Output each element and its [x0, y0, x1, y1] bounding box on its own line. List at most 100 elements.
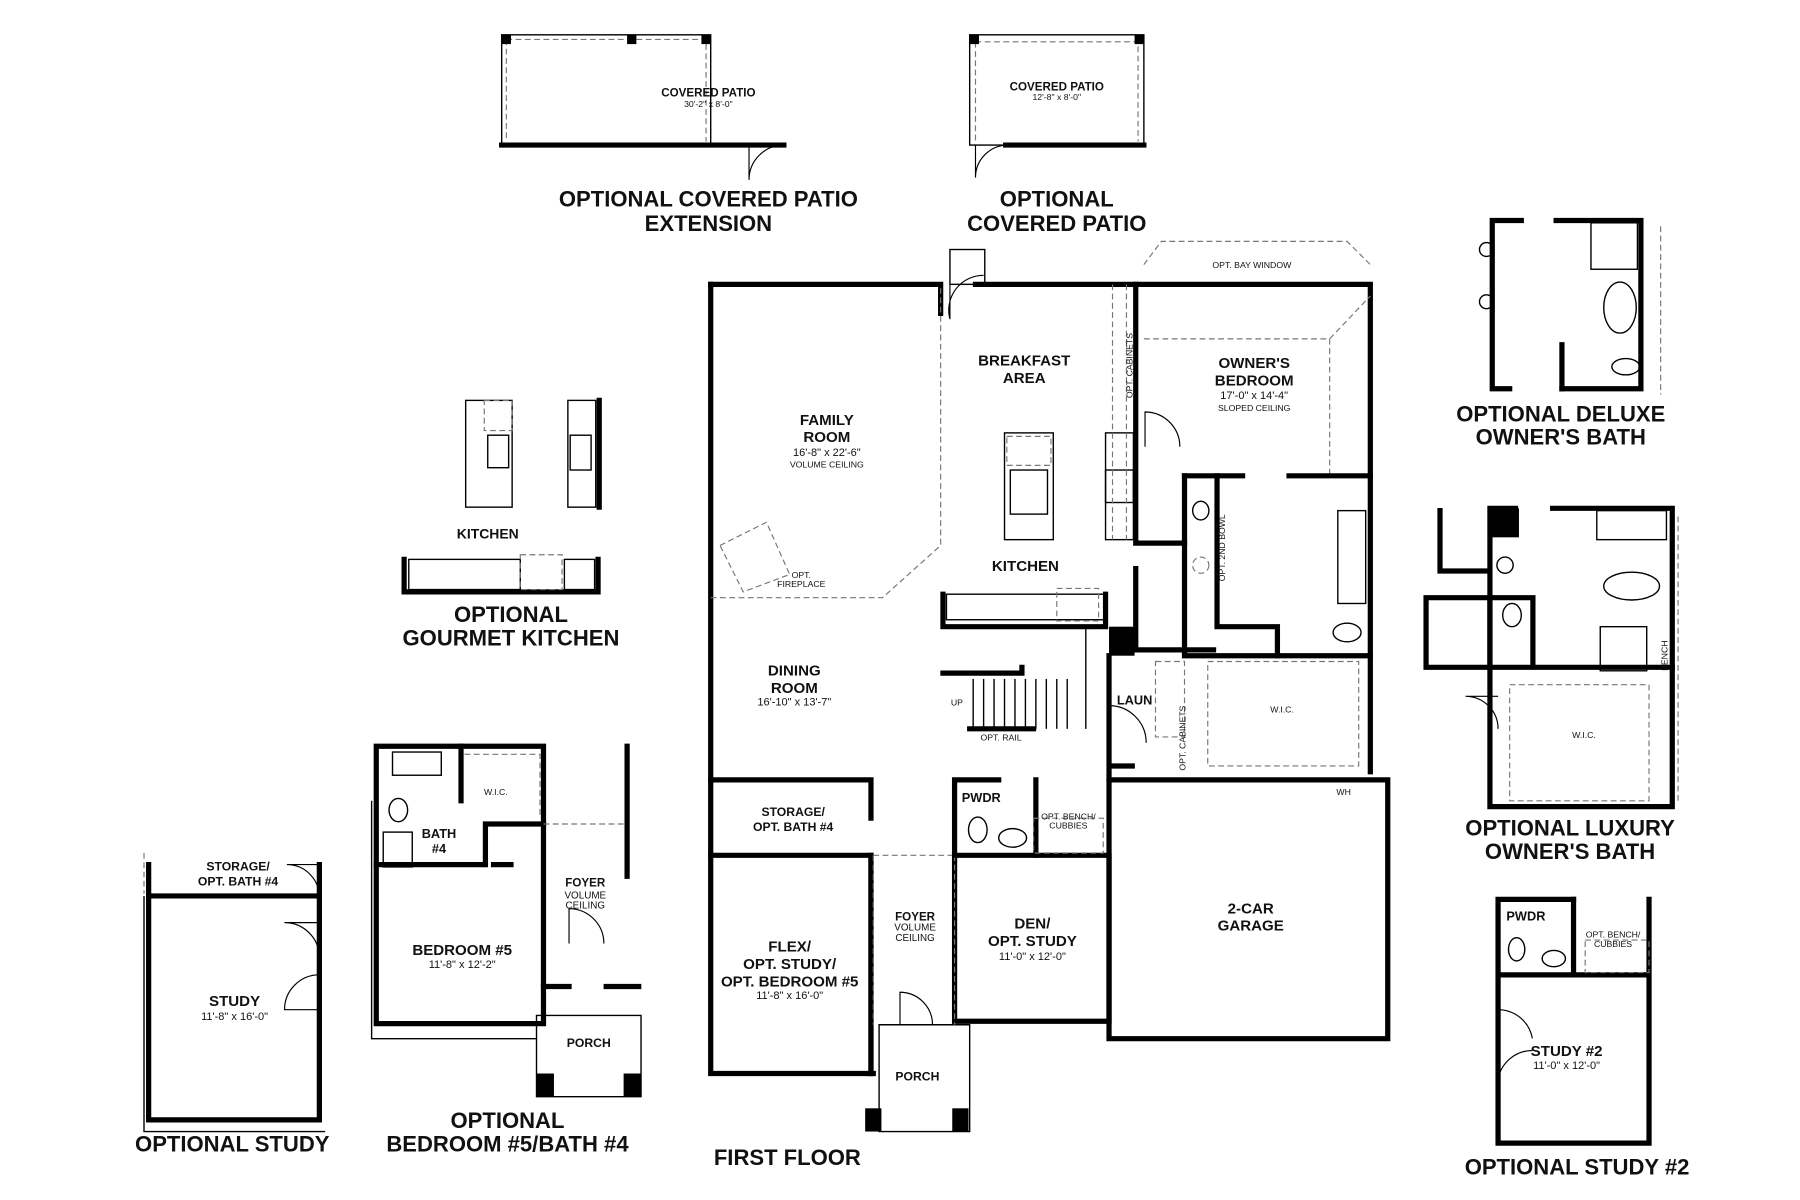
den-label: OPT. STUDY	[988, 933, 1077, 950]
room-size: 12'-8" x 8'-0"	[1032, 92, 1081, 102]
section-title: OPTIONAL DELUXE	[1456, 401, 1665, 426]
wall	[1487, 505, 1675, 810]
chase	[1489, 508, 1519, 538]
family-room-label: ROOM	[803, 429, 850, 446]
column	[952, 1108, 969, 1132]
optional-gourmet-kitchen: KITCHEN OPTIONAL GOURMET KITCHEN	[403, 525, 620, 650]
wall	[1423, 595, 1493, 670]
column	[536, 1073, 554, 1097]
vanity	[382, 831, 413, 868]
section-title: GOURMET KITCHEN	[403, 625, 620, 650]
fireplace-label: FIREPLACE	[777, 579, 825, 589]
second-bowl-label: OPT. 2ND BOWL	[1217, 514, 1227, 581]
optional-luxury-owners-bath: W.I.C. BENCH OPTIONAL LUXURY OWNER'S BAT…	[1465, 640, 1675, 863]
foyer-note: CEILING	[566, 901, 605, 912]
study2-label: STUDY #2	[1531, 1043, 1603, 1060]
optional-covered-patio: COVERED PATIO 12'-8" x 8'-0" OPTIONAL CO…	[967, 81, 1146, 236]
door-swing	[948, 274, 984, 320]
first-floor-title: FIRST FLOOR	[714, 1145, 861, 1170]
tub	[1603, 281, 1637, 334]
shower	[1590, 222, 1639, 270]
counter	[945, 593, 1107, 621]
foyer-note: VOLUME	[894, 923, 936, 934]
section-title: OPTIONAL STUDY	[135, 1131, 330, 1156]
tub	[1337, 509, 1367, 605]
stair-outline	[969, 625, 1087, 729]
column	[865, 1108, 882, 1132]
foyer-note: VOLUME	[564, 890, 606, 901]
outline	[370, 800, 537, 1040]
wic-shelf	[464, 753, 541, 819]
door-swing	[283, 974, 320, 1011]
door-swing	[286, 864, 320, 898]
section-title: OPTIONAL STUDY #2	[1465, 1154, 1690, 1179]
opt-cabinets	[1111, 284, 1128, 540]
porch-label: PORCH	[567, 1036, 611, 1050]
door-swing	[899, 991, 934, 1025]
section-title: EXTENSION	[645, 211, 772, 236]
tray-ceiling	[1143, 295, 1371, 476]
door-swing	[1497, 1009, 1533, 1045]
wall	[1489, 217, 1644, 392]
wall	[708, 281, 944, 316]
shower	[1599, 625, 1648, 672]
sink	[1191, 500, 1210, 521]
stoop	[949, 248, 986, 286]
door-swing	[748, 144, 784, 180]
toilet	[1611, 357, 1641, 376]
foyer-label: FOYER	[895, 910, 936, 923]
flex-label: OPT. STUDY/	[743, 956, 837, 973]
section-title: OPTIONAL COVERED PATIO	[559, 187, 858, 212]
counter	[567, 399, 597, 508]
garage-label: GARAGE	[1218, 918, 1284, 935]
family-room-note: VOLUME CEILING	[790, 460, 864, 470]
room-label: KITCHEN	[457, 525, 519, 541]
section-title: BEDROOM #5/BATH #4	[386, 1131, 629, 1156]
column	[1134, 34, 1144, 45]
toilet	[1502, 602, 1522, 628]
kitchen-label: KITCHEN	[992, 558, 1059, 575]
flex-size: 11'-8" x 16'-0"	[756, 990, 823, 1002]
dining-room-size: 16'-10" x 13'-7"	[757, 697, 831, 709]
laundry-label: LAUN	[1117, 692, 1152, 707]
bench-label: CUBBIES	[1594, 939, 1632, 949]
foyer-note: CEILING	[895, 933, 934, 944]
first-floor: FAMILY ROOM 16'-8" x 22'-6" VOLUME CEILI…	[714, 260, 1351, 1170]
sink	[1541, 949, 1567, 968]
section-title: OWNER'S BATH	[1476, 424, 1646, 449]
door-swing	[974, 144, 1009, 178]
storage-label: OPT. BATH #4	[198, 874, 279, 888]
wall	[458, 743, 547, 868]
bay-window	[1143, 240, 1371, 266]
chase	[1109, 626, 1135, 656]
cubbies	[1032, 817, 1104, 854]
door-swing	[1108, 705, 1147, 743]
bath-label: #4	[432, 841, 447, 856]
storage-label: OPT. BATH #4	[753, 820, 834, 834]
wall	[401, 556, 601, 595]
breakfast-label: BREAKFAST	[978, 353, 1071, 370]
laundry-wall	[1106, 653, 1135, 783]
opt-sink	[1192, 556, 1210, 574]
owners-bedroom-label: OWNER'S	[1218, 355, 1289, 372]
bay-window-label: OPT. BAY WINDOW	[1212, 260, 1292, 270]
water-heater-label: WH	[1336, 787, 1350, 797]
section-title: OPTIONAL	[451, 1108, 565, 1133]
plan-linework	[143, 34, 1679, 1146]
wic-label: W.I.C.	[484, 787, 508, 797]
dishwasher	[1056, 587, 1100, 622]
door-swing	[1465, 695, 1499, 729]
range	[569, 434, 592, 471]
tub	[1603, 571, 1661, 601]
wic-shelf	[1207, 660, 1360, 767]
stairs-up-label: UP	[951, 698, 963, 708]
wall	[1106, 777, 1391, 1042]
study-size: 11'-8" x 16'-0"	[201, 1011, 268, 1023]
fireplace-label: OPT.	[792, 570, 811, 580]
sink	[1478, 241, 1495, 258]
toilet	[1332, 622, 1362, 643]
door-swing	[568, 908, 605, 944]
toilet	[1507, 937, 1526, 962]
wall	[373, 743, 547, 1027]
laundry-cabinets-label: OPT. CABINETS	[1178, 705, 1188, 770]
